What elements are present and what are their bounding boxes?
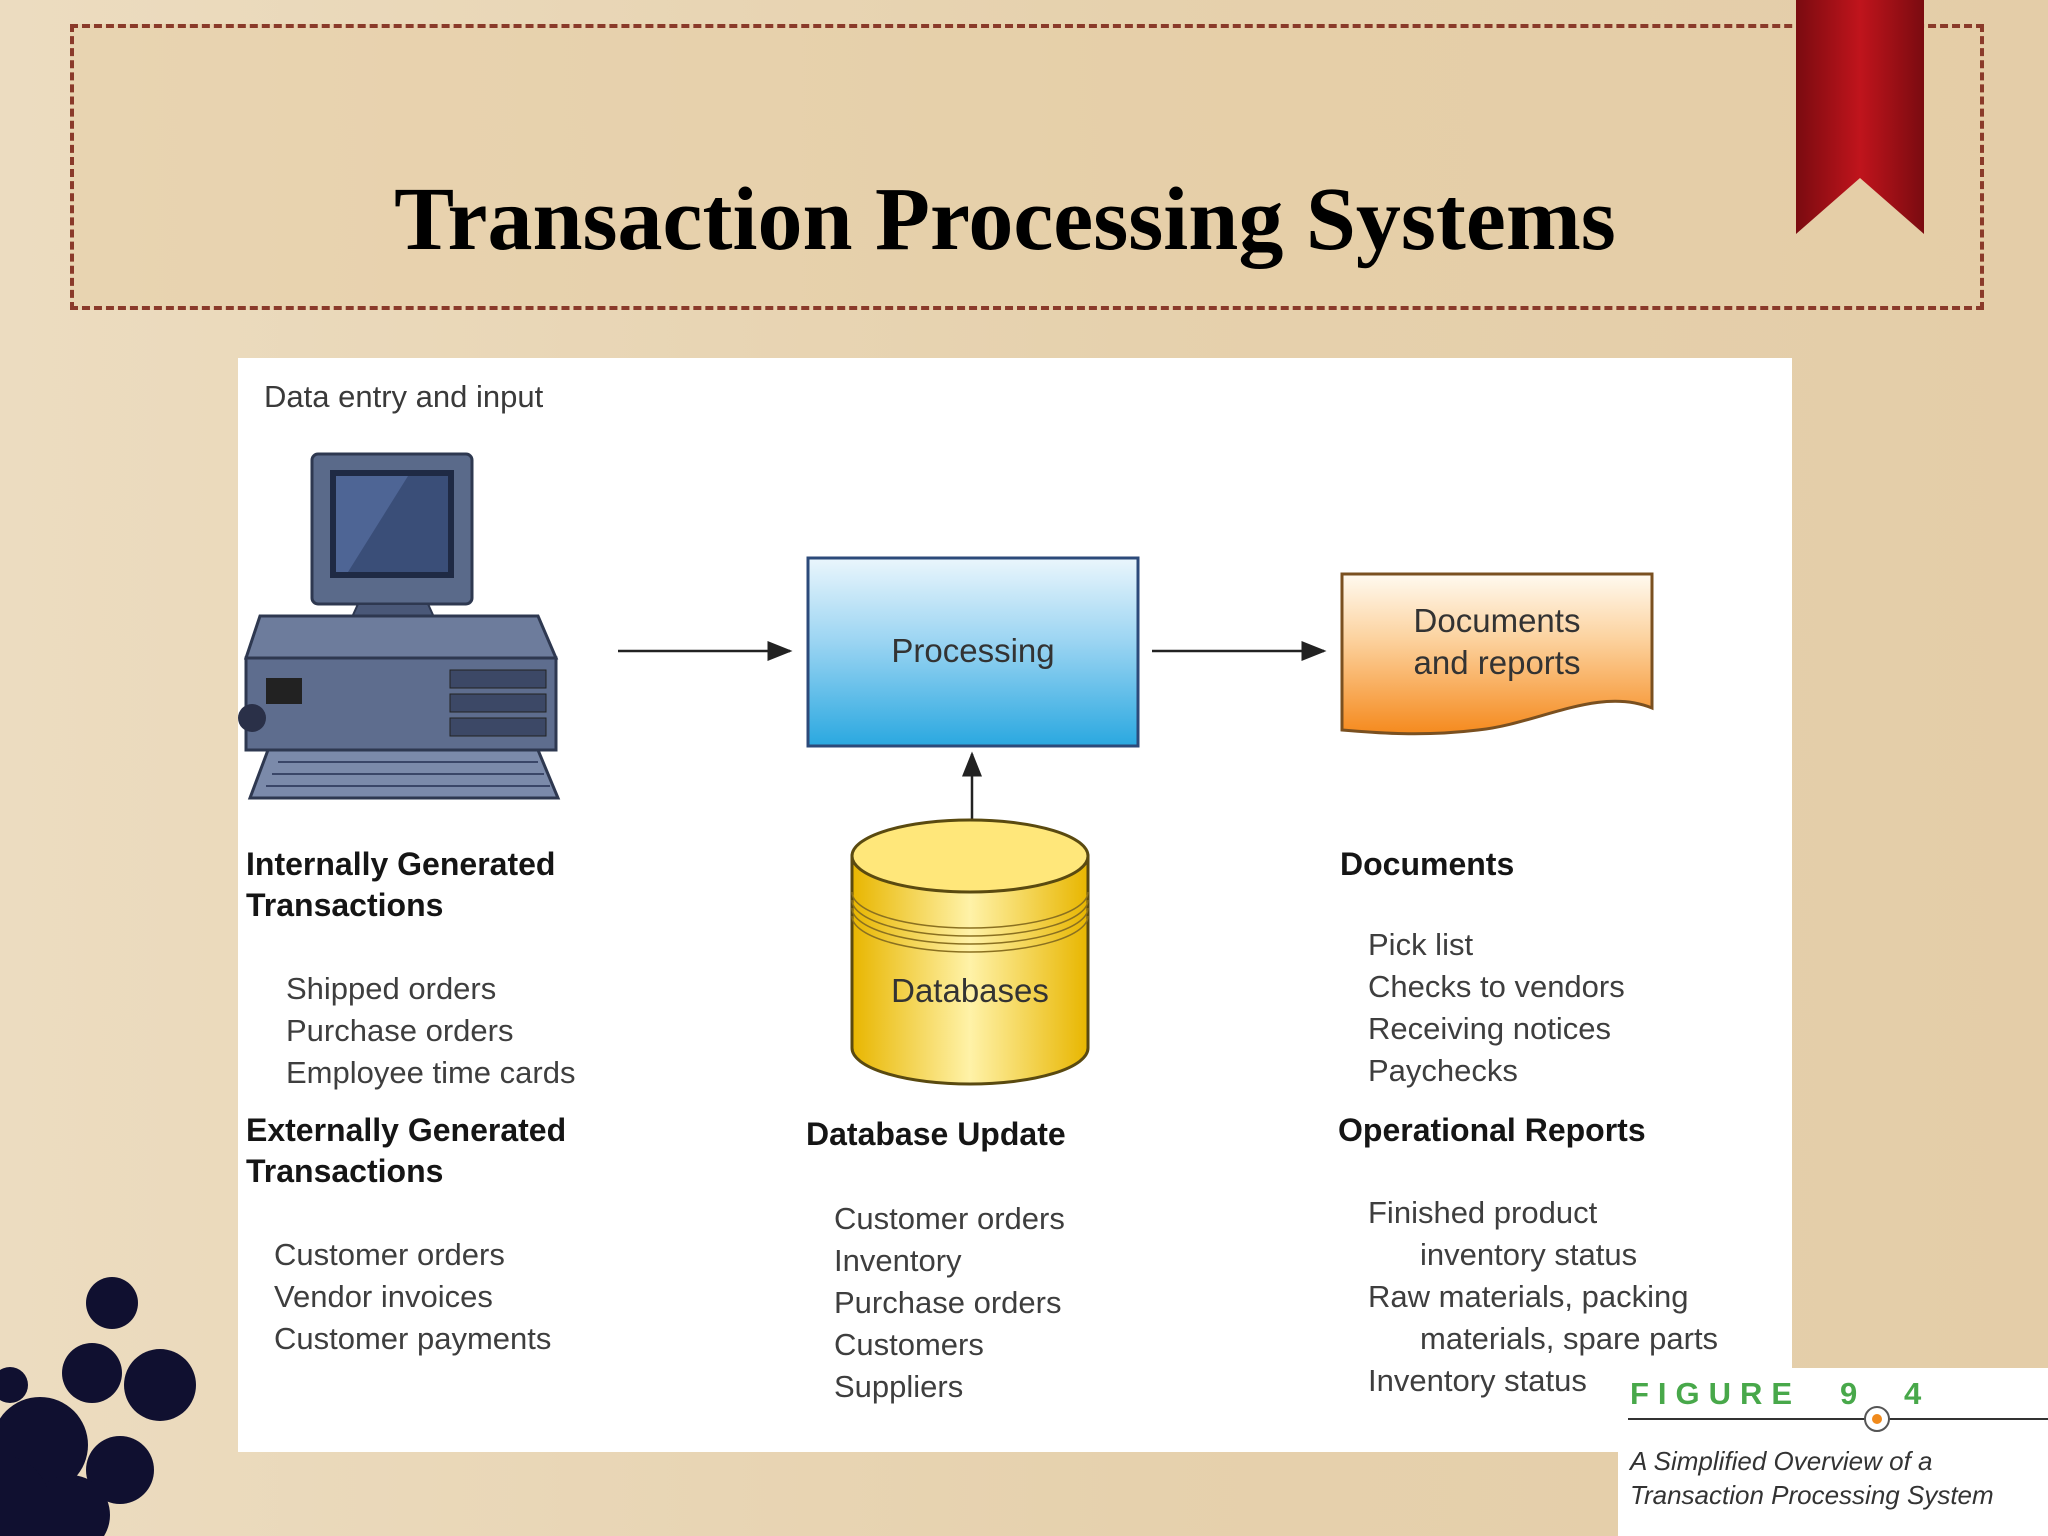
figure-subtitle: A Simplified Overview of a Transaction P… xyxy=(1630,1444,1994,1512)
title-banner xyxy=(70,24,1984,310)
diagram-graphics xyxy=(238,452,1654,1086)
ink-splatter-icon xyxy=(0,1255,240,1536)
internal-heading-line2: Transactions xyxy=(246,887,444,923)
figure-subtitle-line2: Transaction Processing System xyxy=(1630,1480,1994,1510)
figure-word: FIGURE xyxy=(1630,1376,1802,1411)
list-item: Raw materials, packing xyxy=(1368,1279,1689,1314)
list-item: Paychecks xyxy=(1368,1053,1518,1088)
internal-list: Shipped orders Purchase orders Employee … xyxy=(286,968,575,1094)
documents-box-label-line2: and reports xyxy=(1413,644,1581,681)
documents-heading: Documents xyxy=(1340,846,1515,882)
operational-reports-list: Finished product inventory status Raw ma… xyxy=(1368,1192,1718,1402)
desktop-computer-icon xyxy=(238,452,561,800)
external-heading-line2: Transactions xyxy=(246,1153,444,1189)
list-item: Pick list xyxy=(1368,927,1474,962)
slide-title: Transaction Processing Systems xyxy=(394,170,1616,269)
figure-panel: Data entry and input Processing Document… xyxy=(238,358,1792,1452)
list-item: Customer orders xyxy=(834,1201,1065,1236)
list-item: Finished product xyxy=(1368,1195,1598,1230)
list-item: Checks to vendors xyxy=(1368,969,1625,1004)
database-cylinder xyxy=(850,818,1090,1086)
bookmark-ribbon-icon xyxy=(1796,0,1924,234)
figure-rule xyxy=(1628,1418,2048,1420)
external-heading: Externally Generated Transactions xyxy=(246,1110,566,1192)
operational-reports-heading: Operational Reports xyxy=(1338,1112,1646,1148)
list-item: Inventory xyxy=(834,1243,962,1278)
internal-heading: Internally Generated Transactions xyxy=(246,844,555,926)
figure-chapter: 9 xyxy=(1840,1376,1858,1411)
list-item: Suppliers xyxy=(834,1369,964,1404)
list-item: Employee time cards xyxy=(286,1055,576,1090)
list-item: materials, spare parts xyxy=(1420,1321,1719,1356)
list-item: Customer payments xyxy=(274,1321,552,1356)
external-list: Customer orders Vendor invoices Customer… xyxy=(274,1234,551,1360)
figure-caption: FIGURE 9 4 A Simplified Overview of a Tr… xyxy=(1618,1368,2048,1536)
list-item: Shipped orders xyxy=(286,971,497,1006)
processing-label: Processing xyxy=(891,632,1055,669)
database-label: Databases xyxy=(891,972,1049,1009)
database-update-heading: Database Update xyxy=(806,1116,1066,1152)
list-item: Customers xyxy=(834,1327,984,1362)
external-heading-line1: Externally Generated xyxy=(246,1112,567,1148)
figure-number: 4 xyxy=(1904,1376,1922,1411)
list-item: Receiving notices xyxy=(1368,1011,1611,1046)
input-caption: Data entry and input xyxy=(264,379,544,414)
documents-reports-shape xyxy=(1340,572,1654,736)
list-item: Purchase orders xyxy=(834,1285,1062,1320)
list-item: Vendor invoices xyxy=(274,1279,493,1314)
documents-list: Pick list Checks to vendors Receiving no… xyxy=(1368,924,1625,1092)
list-item: Purchase orders xyxy=(286,1013,514,1048)
documents-box-label-line1: Documents xyxy=(1413,602,1581,639)
processing-box xyxy=(806,556,1140,748)
list-item: Inventory status xyxy=(1368,1363,1587,1398)
database-update-list: Customer orders Inventory Purchase order… xyxy=(834,1198,1065,1408)
internal-heading-line1: Internally Generated xyxy=(246,846,556,882)
figure-dot-icon xyxy=(1864,1406,1890,1432)
list-item: inventory status xyxy=(1420,1237,1638,1272)
figure-subtitle-line1: A Simplified Overview of a xyxy=(1630,1446,1933,1476)
documents-box-label: Documents and reports xyxy=(1342,600,1652,684)
list-item: Customer orders xyxy=(274,1237,505,1272)
